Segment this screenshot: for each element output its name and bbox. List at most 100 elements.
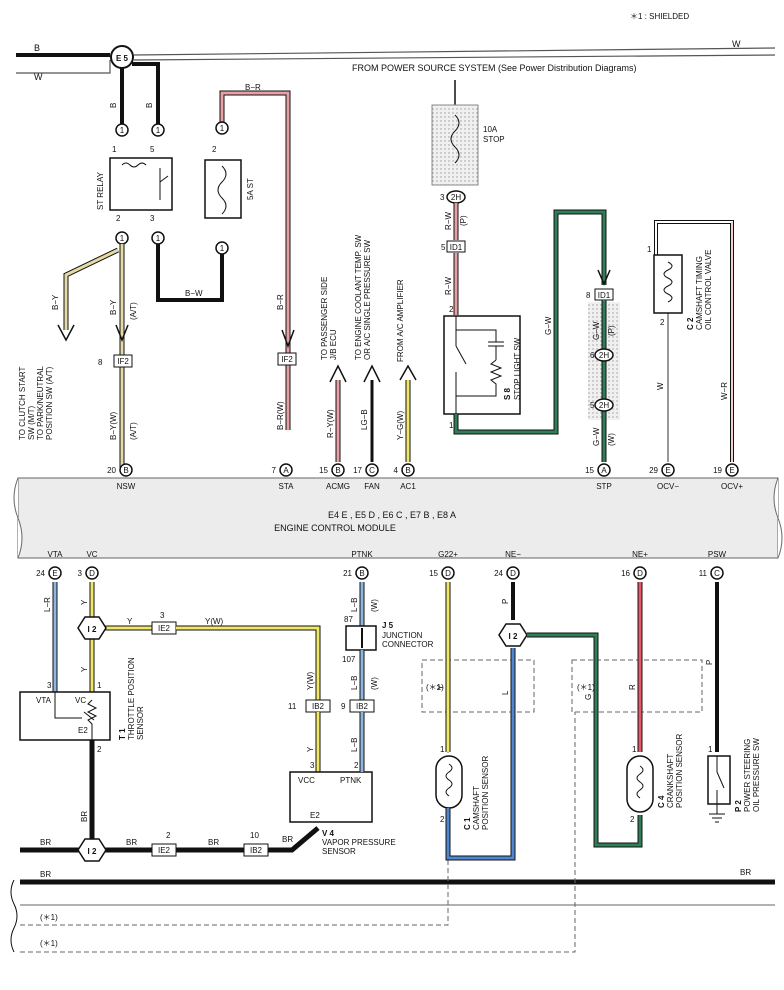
ecm-top-conn-2 xyxy=(331,463,345,477)
shield-label-2: (＊1) xyxy=(40,939,58,948)
ocv-name-b: OIL CONTROL VALVE xyxy=(704,250,713,330)
ecm-top-conn-label-0: B xyxy=(123,466,128,475)
wire-label-br5: BR xyxy=(282,835,293,844)
relay-switch xyxy=(159,168,169,200)
if2-connector-a xyxy=(113,354,133,368)
arrow-gw xyxy=(597,269,611,286)
ib2-a-txt: IB2 xyxy=(312,702,325,711)
id1-a-txt: ID1 xyxy=(450,243,463,252)
wire-label-w: W xyxy=(34,72,43,82)
ocv-pin2: 2 xyxy=(660,318,665,327)
stop-light-switch xyxy=(443,315,521,415)
wire-l-cam xyxy=(446,648,515,860)
fuse-in-txt: 1 xyxy=(220,124,225,133)
ecm-bottom-name-5: NE+ xyxy=(632,550,648,559)
ecm-top-pin-0: 20 xyxy=(107,466,116,475)
stopsw-capacitor xyxy=(456,329,504,360)
vapor-pressure-sensor xyxy=(289,771,373,823)
ecm-top-conn-6 xyxy=(661,463,675,477)
wire-label-y-cam: Y xyxy=(436,684,445,690)
i2-junction-right xyxy=(498,623,528,647)
wire-label-lb3: L−B xyxy=(350,738,359,752)
shield-line-2 xyxy=(20,712,576,953)
wire-bw xyxy=(156,244,224,302)
note-coolant-b: OR A/C SINGLE PRESSURE SW xyxy=(363,240,372,360)
arrow-by xyxy=(115,324,129,343)
arrow-br xyxy=(281,329,295,349)
wire-label-rw1: R−W xyxy=(444,212,453,230)
ecm-top-pin-1: 7 xyxy=(272,466,277,475)
wire-e5-relay5 xyxy=(132,62,160,125)
relay-out-txt: 1 xyxy=(120,234,125,243)
ocv-id: C 2 xyxy=(686,317,695,330)
h2-top-txt: 2H xyxy=(451,193,461,202)
wire-label-y1: Y xyxy=(80,599,89,605)
wire-label-br7: BR xyxy=(740,868,751,877)
ecm-top-conn-label-5: A xyxy=(601,466,607,475)
wire-label-at1: (A/T) xyxy=(129,302,138,320)
crank-coil xyxy=(636,765,644,799)
ecm-top-name-0: NSW xyxy=(117,482,136,491)
note-clutch-c: TO PARK/NEUTRAL xyxy=(36,366,45,440)
wire-label-b: B xyxy=(34,43,40,53)
wire-label-p1: (P) xyxy=(459,215,468,226)
camshaft-position-sensor xyxy=(435,755,463,809)
tps-id: T 1 xyxy=(118,728,127,740)
h2-mid-txt: 2H xyxy=(599,351,609,360)
ecm-top-conn-7 xyxy=(725,463,739,477)
ecm-top-pin-3: 17 xyxy=(353,466,362,475)
relay-out3-txt: 1 xyxy=(156,234,161,243)
id1-b-txt: ID1 xyxy=(598,291,611,300)
st-relay-label: ST RELAY xyxy=(96,171,105,210)
power-steering-switch xyxy=(707,755,731,805)
relay-pin1-txt: 1 xyxy=(120,126,125,135)
ecm-left-break xyxy=(13,477,23,559)
ecm-top-conn-label-3: C xyxy=(369,466,375,475)
wire-label-br1: BR xyxy=(80,811,89,822)
ie2-connector-b xyxy=(151,843,177,857)
wire-label-y3: Y xyxy=(127,617,133,626)
ecm-top-conn-label-4: B xyxy=(405,466,410,475)
wire-label-b-v2: B xyxy=(145,103,154,108)
id1-pin5: 5 xyxy=(441,243,446,252)
if2-a-txt: IF2 xyxy=(117,357,129,366)
wire-label-br6: BR xyxy=(40,870,51,879)
fuse-stop-label: STOP xyxy=(483,135,505,144)
wire-label-wp2: (W) xyxy=(370,677,379,690)
arrow-fan xyxy=(363,364,381,383)
relay-pin5-conn xyxy=(151,123,165,137)
vps-pin3: 3 xyxy=(310,761,315,770)
vps-name-a: VAPOR PRESSURE xyxy=(322,838,396,847)
wire-label-gw1: G−W xyxy=(544,316,553,335)
wire-label-gw2: G−W xyxy=(592,321,601,340)
ecm-right-break xyxy=(773,477,783,559)
ecm-bottom-conn-6 xyxy=(710,566,724,580)
wire-by-clutch xyxy=(64,248,119,330)
wire-label-y4: Y xyxy=(306,746,315,752)
ecm-top-pin-4: 4 xyxy=(394,466,399,475)
vps-name-b: SENSOR xyxy=(322,847,356,856)
wire-g-crank xyxy=(527,633,642,847)
cam-id: C 1 xyxy=(463,817,472,830)
wire-label-br4: BR xyxy=(208,838,219,847)
wire-br-outline xyxy=(219,90,291,430)
relay-pin5-txt: 1 xyxy=(156,126,161,135)
ecm-bottom-name-2: PTNK xyxy=(351,550,373,559)
ib2-b-txt: IB2 xyxy=(356,702,369,711)
wire-label-ygw: Y−G(W) xyxy=(396,411,405,440)
i2-junction-left xyxy=(77,616,107,640)
stopsw-id: S 8 xyxy=(503,387,512,400)
wire-label-lgb: LG−B xyxy=(360,409,369,430)
ecm-top-conn-label-2: B xyxy=(335,466,340,475)
jc-name-b: CONNECTOR xyxy=(382,640,434,649)
ecm-bottom-conn-5 xyxy=(633,566,647,580)
i2-right-txt: I 2 xyxy=(509,632,518,641)
note-clutch-a: TO CLUTCH START xyxy=(18,367,27,440)
ecm-bottom-conn-label-1: D xyxy=(89,569,95,578)
wire-label-b-v1: B xyxy=(109,103,118,108)
wire-label-r: R xyxy=(628,684,637,690)
h2-pin3: 3 xyxy=(440,193,445,202)
jc-pin107: 107 xyxy=(342,655,356,664)
